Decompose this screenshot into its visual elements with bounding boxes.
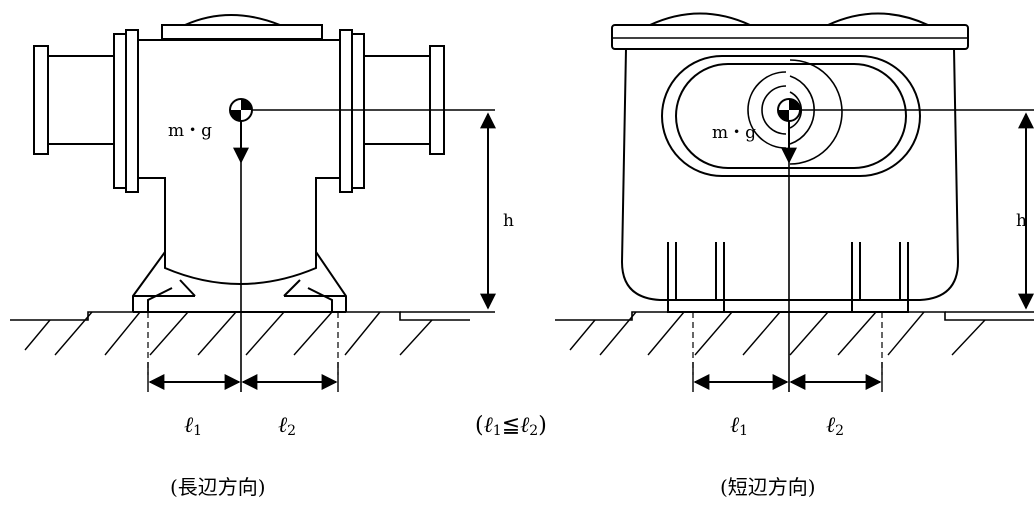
right-lid (611, 24, 969, 50)
left-ground-hatch (24, 311, 433, 356)
left-dim1-label: ℓ1 (184, 413, 202, 439)
right-view (555, 12, 1034, 392)
left-body (137, 39, 341, 285)
right-top-domes (649, 12, 929, 26)
left-cog-symbol (229, 98, 253, 122)
right-cog-symbol (777, 98, 801, 122)
left-dim2-label: ℓ2 (278, 413, 296, 439)
right-caption: (短辺方向) (720, 475, 816, 499)
condition-label: (ℓ1≦ℓ2) (475, 413, 547, 439)
left-mass-label: m・g (168, 121, 212, 141)
left-leg-centerlines (147, 312, 339, 375)
right-height-label: h (1016, 211, 1027, 231)
right-ground-line (555, 311, 1034, 321)
right-mass-label: m・g (712, 123, 756, 143)
left-pipe-right (339, 29, 445, 193)
left-top-cover (161, 14, 323, 40)
right-feet (667, 242, 909, 313)
left-support-legs (132, 251, 347, 313)
right-body (620, 48, 960, 301)
left-view (10, 14, 496, 392)
right-oval-frame (661, 55, 921, 177)
left-height-label: h (503, 211, 514, 231)
right-dim2-label: ℓ2 (826, 413, 844, 439)
left-ground-line (10, 311, 470, 321)
left-caption: (長辺方向) (170, 475, 266, 499)
right-leg-centerlines (692, 312, 883, 375)
left-pipe-left (33, 29, 139, 193)
right-ground-hatch (569, 311, 986, 356)
right-dim1-label: ℓ1 (730, 413, 748, 439)
